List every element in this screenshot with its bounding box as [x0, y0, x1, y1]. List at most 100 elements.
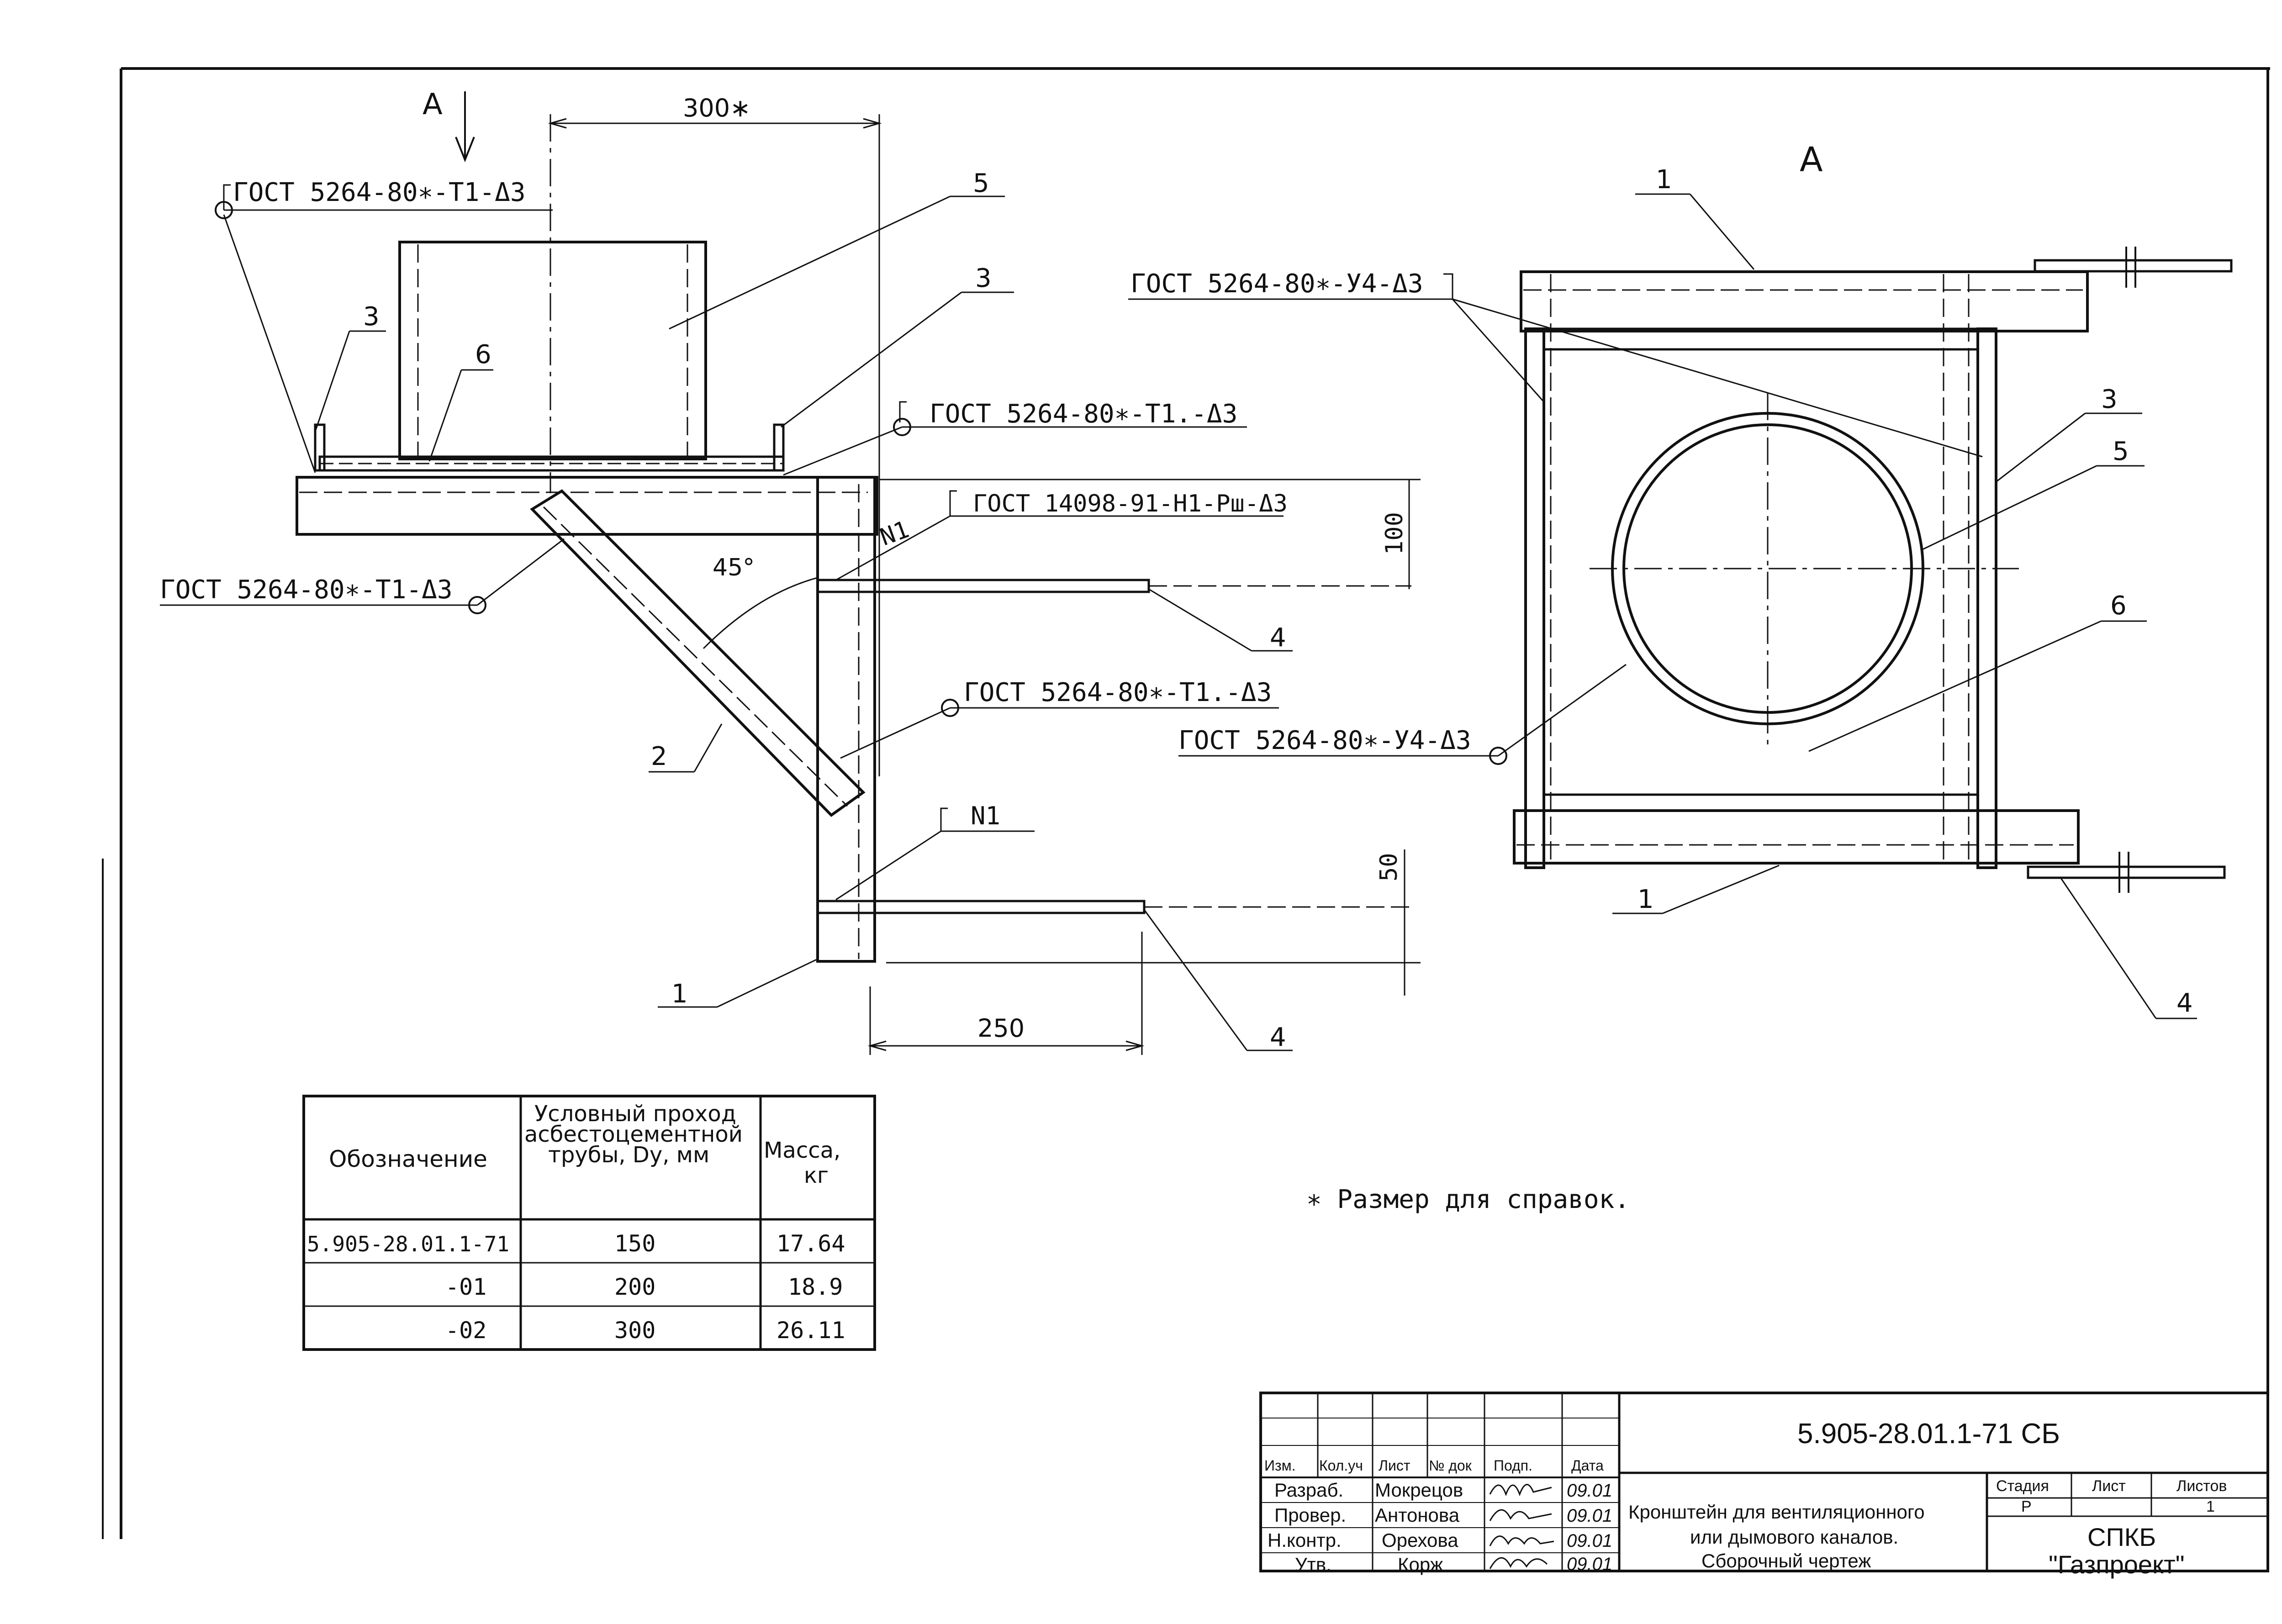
leader-a-p4: 4: [2059, 876, 2197, 1019]
leader-p2: 2: [649, 723, 723, 773]
rail-top: [1520, 270, 2089, 332]
leader-p1: 1: [658, 958, 818, 1009]
part-a-5: 5: [2113, 437, 2129, 466]
part-a-3: 3: [2101, 385, 2118, 414]
tb-role-1: Провер.: [1274, 1504, 1346, 1526]
part-5: 5: [973, 169, 989, 198]
weld-right-top: ГОСТ 5264-80∗-Т1.-Δ3: [930, 399, 1237, 429]
spec-row3-dy: 300: [614, 1317, 655, 1344]
spec-header-mass-line1: Масса,: [764, 1138, 840, 1163]
tb-sheet-label: Лист: [2092, 1477, 2126, 1495]
vertical-leg: [816, 476, 876, 963]
leader-p3-left: 3: [314, 302, 386, 432]
tb-stage-value: Р: [2021, 1498, 2032, 1515]
part-a-6: 6: [2110, 591, 2127, 621]
leader-p6: 6: [428, 340, 493, 462]
spec-table: Обозначение Условный проход асбестоцемен…: [302, 1095, 876, 1351]
leader-p3-right: 3: [781, 264, 1014, 428]
tb-col-koluch: Кол.уч: [1319, 1457, 1363, 1474]
spec-row3-designation: -02: [445, 1317, 486, 1344]
spec-row3-mass: 26.11: [777, 1317, 845, 1344]
lug-right: [773, 423, 785, 472]
callout-left-mid: ГОСТ 5264-80∗-Т1-Δ3: [160, 538, 565, 614]
part-4-bottom: 4: [1270, 1023, 1286, 1052]
callout-gost-14098: ГОСТ 14098-91-Н1-Рш-Δ3 N1: [835, 490, 1288, 581]
view-label: A: [1800, 140, 1823, 179]
tb-name-1: Антонова: [1375, 1504, 1460, 1526]
tb-name-3: Корж: [1398, 1554, 1443, 1575]
tb-role-3: Утв.: [1295, 1554, 1331, 1575]
leader-p5: 5: [669, 169, 1005, 330]
spec-header-designation: Обозначение: [329, 1146, 487, 1172]
leader-p4-bottom: 4: [1143, 909, 1293, 1052]
weld-gost-14098: ГОСТ 14098-91-Н1-Рш-Δ3: [973, 490, 1288, 517]
part-6: 6: [475, 340, 491, 369]
side-right: [1976, 327, 1997, 869]
title-block: 5.905-28.01.1-71 СБ Изм. Кол.уч Лист № д…: [1259, 1392, 2269, 1579]
callout-right-mid: ГОСТ 5264-80∗-Т1.-Δ3: [840, 678, 1279, 759]
tb-stage-label: Стадия: [1996, 1477, 2049, 1495]
tb-role-0: Разраб.: [1274, 1479, 1343, 1501]
callout-right-top: ГОСТ 5264-80∗-Т1.-Δ3: [783, 399, 1247, 476]
spec-header-dy-line2: асбестоцементной: [524, 1122, 743, 1147]
tb-date-1: 09.01: [1567, 1506, 1612, 1526]
callout-n1-bottom: N1: [835, 801, 1035, 901]
anchor-rod-top: [816, 579, 1411, 593]
part-a-1-top: 1: [1656, 165, 1672, 195]
leader-a-p1-top: 1: [1635, 165, 1755, 270]
tb-name-2: Орехова: [1382, 1529, 1458, 1551]
dim-angle: 45°: [713, 554, 755, 581]
leader-a-p1-bottom: 1: [1612, 865, 1780, 914]
dim-50: 50: [886, 849, 1421, 996]
weld-right-mid: ГОСТ 5264-80∗-Т1.-Δ3: [964, 678, 1272, 707]
spec-row2-mass: 18.9: [788, 1274, 843, 1300]
dim-top-width: 300∗: [683, 94, 750, 122]
leader-p4-top: 4: [1148, 588, 1293, 653]
tb-title-line3: Сборочный чертеж: [1701, 1550, 1871, 1571]
tb-col-podp: Подп.: [1494, 1457, 1532, 1474]
angle-45: 45°: [703, 554, 818, 649]
dim-300: 300∗: [548, 94, 882, 776]
reference-note: ∗ Размер для справок.: [1306, 1185, 1630, 1214]
tb-org-line1: СПКБ: [2087, 1523, 2156, 1551]
side-view: A 300∗ 100 50 250: [160, 88, 1421, 1055]
callout-view-a-bottom: ГОСТ 5264-80∗-У4-Δ3: [1178, 664, 1627, 765]
lug-left: [314, 423, 326, 472]
tb-col-data: Дата: [1571, 1457, 1604, 1474]
leader-a-p6: 6: [1808, 591, 2147, 752]
part-2: 2: [651, 742, 667, 771]
dim-height-50: 50: [1375, 853, 1403, 881]
tb-signature-2: [1489, 1535, 1554, 1546]
part-3-left: 3: [363, 302, 380, 332]
tb-date-2: 09.01: [1567, 1531, 1612, 1551]
part-a-4: 4: [2176, 988, 2193, 1018]
tb-date-0: 09.01: [1567, 1481, 1612, 1501]
plate-view-a: [1542, 327, 1979, 812]
view-a-arrow: A: [423, 88, 475, 163]
view-arrow-label: A: [423, 88, 443, 121]
spec-header-dy-line1: Условный проход: [534, 1101, 736, 1127]
tb-sheets-label: Листов: [2176, 1477, 2227, 1495]
weld-view-a-top: ГОСТ 5264-80∗-У4-Δ3: [1130, 269, 1423, 299]
callout-view-a-top: ГОСТ 5264-80∗-У4-Δ3: [1128, 269, 1983, 458]
tb-signature-0: [1489, 1484, 1552, 1497]
tb-col-izm: Изм.: [1264, 1457, 1296, 1474]
rail-bottom: [1513, 809, 2080, 865]
dim-100: 100: [879, 479, 1421, 589]
weld-view-a-bottom: ГОСТ 5264-80∗-У4-Δ3: [1178, 726, 1471, 755]
tb-signature-3: [1489, 1557, 1548, 1569]
part-a-1-bottom: 1: [1638, 885, 1654, 914]
weld-n1-bottom: N1: [971, 801, 1000, 830]
title-doc-code: 5.905-28.01.1-71 СБ: [1797, 1418, 2060, 1450]
spec-row1-mass: 17.64: [777, 1230, 845, 1257]
tb-sheets-value: 1: [2206, 1498, 2215, 1515]
tb-role-2: Н.контр.: [1268, 1529, 1342, 1551]
view-a-rod-top: [2034, 247, 2233, 288]
leader-a-p5: 5: [1920, 437, 2145, 551]
weld-left-mid: ГОСТ 5264-80∗-Т1-Δ3: [160, 575, 453, 605]
tb-org-line2: "Газпроект": [2049, 1550, 2185, 1579]
part-3-right: 3: [975, 264, 992, 293]
anchor-rod-bottom: [816, 900, 1411, 914]
leader-a-p3: 3: [1996, 385, 2142, 483]
